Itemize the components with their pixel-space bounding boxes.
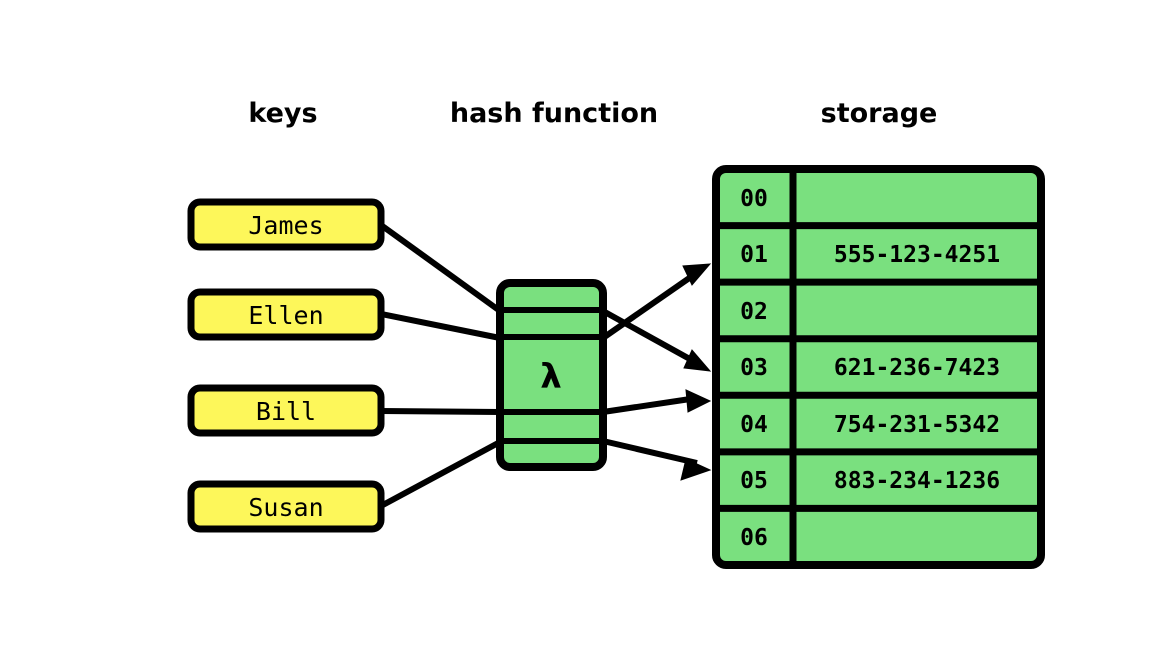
hash-to-storage-arrows bbox=[601, 263, 712, 481]
hash-function-shape bbox=[496, 279, 607, 471]
storage-value: 621-236-7423 bbox=[834, 355, 1000, 381]
key-box-susan[interactable]: Susan bbox=[187, 480, 385, 533]
arrow-to-row-04 bbox=[602, 389, 712, 415]
header-storage: storage bbox=[821, 98, 938, 129]
key-to-hash-connectors bbox=[379, 222, 502, 509]
table-row[interactable]: 01 555-123-4251 bbox=[740, 242, 1000, 268]
diagram-headers: keys hash function storage bbox=[248, 98, 937, 129]
key-label: Ellen bbox=[248, 301, 323, 330]
storage-table-frame bbox=[712, 165, 1045, 569]
header-keys: keys bbox=[248, 98, 317, 129]
key-box-bill[interactable]: Bill bbox=[187, 384, 385, 437]
key-label: James bbox=[248, 211, 323, 240]
key-label: Susan bbox=[248, 493, 323, 522]
key-label: Bill bbox=[256, 397, 316, 426]
key-box-ellen[interactable]: Ellen bbox=[187, 288, 385, 341]
table-row[interactable]: 00 bbox=[740, 186, 768, 212]
storage-index: 00 bbox=[740, 186, 768, 212]
table-row[interactable]: 05 883-234-1236 bbox=[740, 468, 1000, 494]
storage-index: 06 bbox=[740, 525, 768, 551]
hash-function-box[interactable]: λ bbox=[496, 279, 607, 471]
arrow-to-row-03 bbox=[601, 308, 712, 372]
connector-susan bbox=[379, 439, 502, 509]
storage-value: 883-234-1236 bbox=[834, 468, 1000, 494]
key-boxes: James Ellen Bill Susan bbox=[187, 198, 385, 533]
arrow-to-row-01 bbox=[601, 263, 712, 341]
storage-row-dividers bbox=[719, 222, 1038, 512]
storage-value: 555-123-4251 bbox=[834, 242, 1000, 268]
hash-function-dividers bbox=[503, 307, 600, 444]
storage-value: 754-231-5342 bbox=[834, 412, 1000, 438]
arrow-to-row-05 bbox=[602, 438, 712, 481]
lambda-icon: λ bbox=[540, 357, 562, 397]
key-box-shape bbox=[187, 384, 385, 437]
table-row[interactable]: 06 bbox=[740, 525, 768, 551]
connector-bill bbox=[380, 408, 501, 415]
storage-index: 04 bbox=[740, 412, 768, 438]
key-box-shape bbox=[187, 480, 385, 533]
key-box-shape bbox=[187, 288, 385, 341]
table-row[interactable]: 04 754-231-5342 bbox=[740, 412, 1000, 438]
storage-index: 03 bbox=[740, 355, 768, 381]
table-row[interactable]: 03 621-236-7423 bbox=[740, 355, 1000, 381]
header-hash-function: hash function bbox=[450, 98, 658, 129]
connector-ellen bbox=[380, 311, 501, 341]
connector-james bbox=[379, 222, 502, 314]
storage-index: 01 bbox=[740, 242, 768, 268]
storage-index: 05 bbox=[740, 468, 768, 494]
storage-table: 00 01 555-123-4251 02 03 621-236-7423 04… bbox=[712, 165, 1045, 569]
table-row[interactable]: 02 bbox=[740, 299, 768, 325]
key-box-james[interactable]: James bbox=[187, 198, 385, 251]
key-box-shape bbox=[187, 198, 385, 251]
storage-index: 02 bbox=[740, 299, 768, 325]
